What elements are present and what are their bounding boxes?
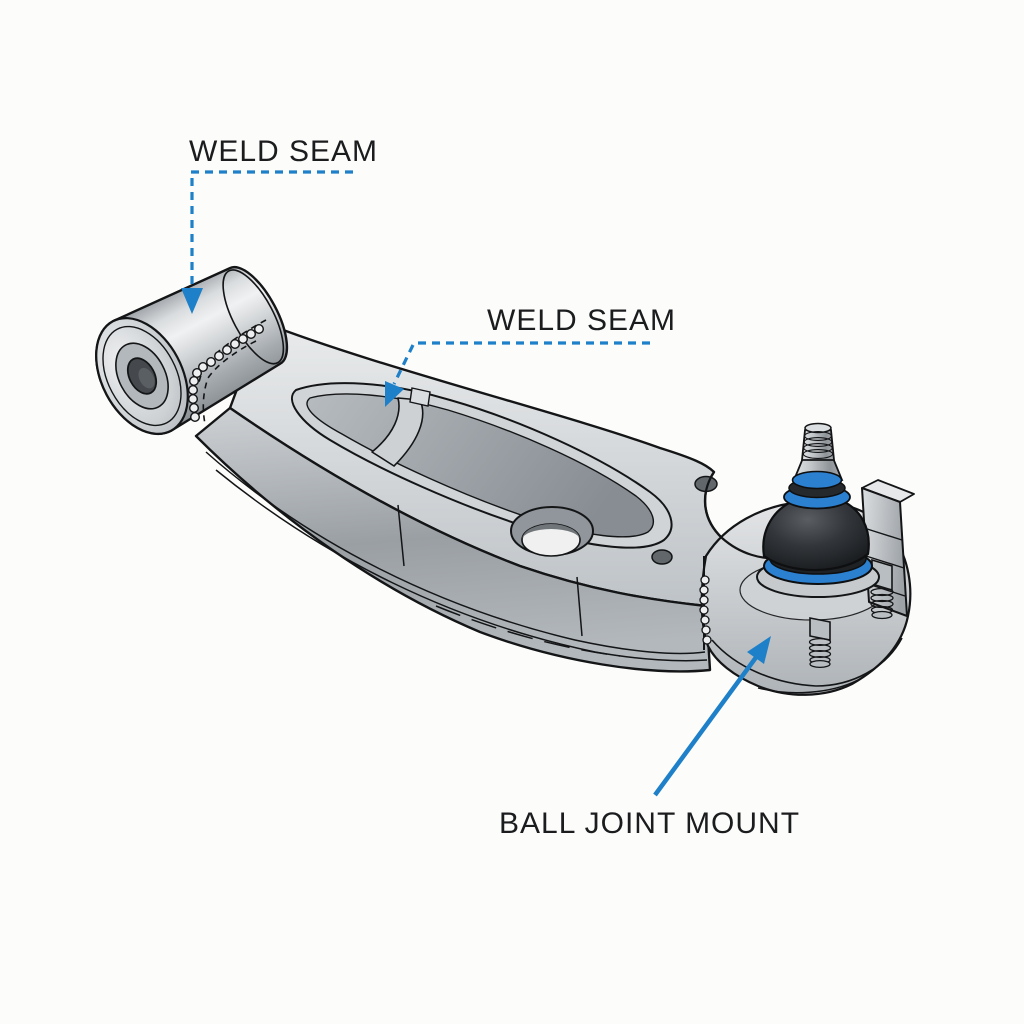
- weld-stitch-dot: [699, 595, 709, 605]
- weld-stitch-dot: [701, 625, 711, 635]
- mount-bolt: [808, 617, 832, 669]
- weld-stitch-dot: [188, 376, 199, 387]
- weld-stitch-dot: [213, 351, 224, 362]
- leader-ball-joint-mount: [653, 654, 759, 797]
- weld-stitch-dot: [237, 334, 248, 345]
- arm-pocket: [291, 382, 673, 557]
- label-ball-joint-mount: BALL JOINT MOUNT: [499, 807, 800, 840]
- pocket-cross-strap: [371, 397, 424, 467]
- weld-stitch-dot: [700, 575, 710, 585]
- ball-joint-upper-rings: [783, 470, 851, 510]
- leader-arrowhead: [385, 381, 404, 407]
- weld-dash-guide: [202, 340, 257, 425]
- weld-stitch-dot: [699, 585, 709, 595]
- weld-stitch-dot: [189, 412, 200, 423]
- weld-stitch-dot: [702, 635, 712, 645]
- pocket-strap-tab: [409, 387, 431, 407]
- weld-stitch-dot: [700, 615, 710, 625]
- weld-stitch-dot: [245, 329, 256, 340]
- label-weld-seam-top: WELD SEAM: [189, 135, 378, 168]
- arm-scallop-edge: [703, 471, 783, 560]
- weld-seam-stitches-left: [187, 319, 267, 425]
- front-seam-line: [397, 504, 405, 567]
- weld-stitch-dot: [187, 394, 198, 405]
- weld-stitch-dot: [197, 362, 208, 373]
- weld-stitch-dot: [187, 385, 198, 396]
- arm-front-face: [194, 406, 712, 673]
- weld-stitch-dot: [699, 605, 709, 615]
- bushing-face: [95, 317, 189, 435]
- weld-stitch-dot: [221, 345, 232, 356]
- leader-arrowhead: [747, 636, 771, 664]
- ball-joint: [756, 422, 880, 598]
- leader-weld-seam-top: [190, 170, 353, 290]
- small-hole: [651, 549, 673, 565]
- plate-lower-tier-line: [711, 637, 903, 687]
- label-weld-seam-mid: WELD SEAM: [487, 304, 676, 337]
- leader-weld-seam-mid: [392, 341, 650, 385]
- front-contour-line: [215, 469, 708, 662]
- bushing-rear-rim: [222, 269, 285, 365]
- countersunk-hole: [510, 506, 594, 557]
- front-contour-line: [205, 451, 706, 655]
- plate-bottom-edge-line: [757, 679, 859, 694]
- front-seam-line: [576, 576, 583, 637]
- weld-stitch-dot: [229, 339, 240, 350]
- leader-arrowhead: [181, 288, 203, 314]
- stud-top-cap: [804, 422, 832, 434]
- front-dash-detail: [435, 605, 621, 657]
- weld-stitch-dot: [253, 324, 264, 335]
- weld-seam-stitches-right: [699, 556, 712, 650]
- bushing: [95, 265, 289, 436]
- weld-stitch-dot: [188, 403, 199, 414]
- weld-stitch-dot: [205, 357, 216, 368]
- rubber-boot: [762, 498, 870, 572]
